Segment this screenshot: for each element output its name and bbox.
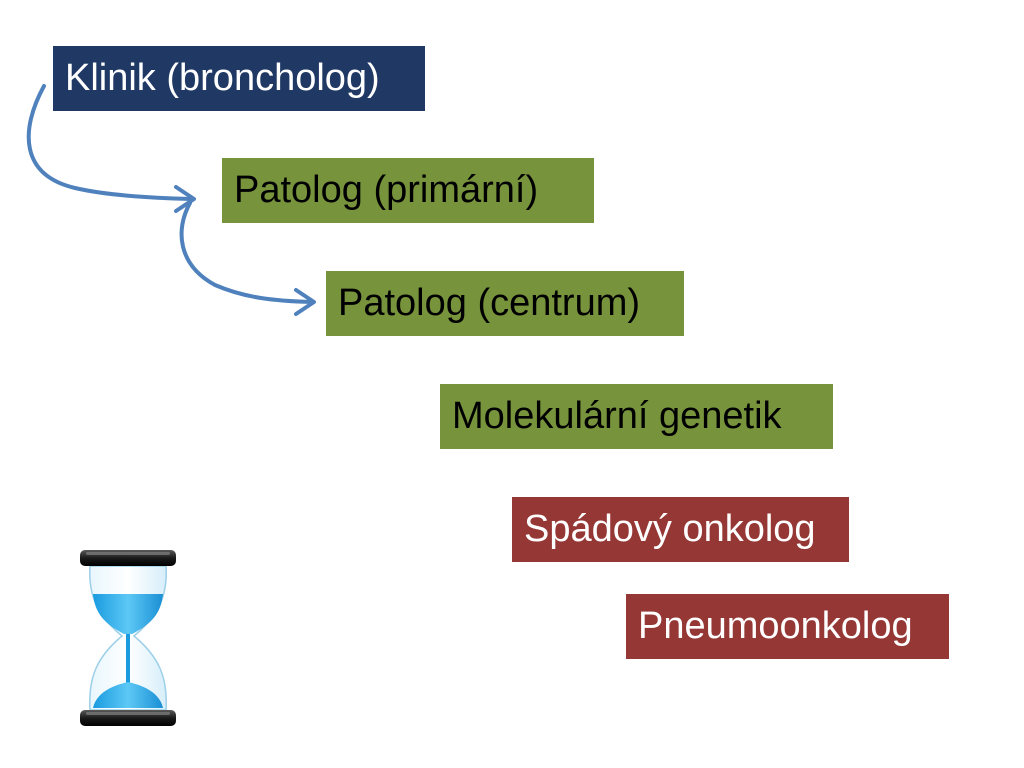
step-spadovy-onkolog: Spádový onkolog [512, 497, 849, 562]
step-label: Patolog (centrum) [338, 282, 641, 324]
step-label: Patolog (primární) [234, 169, 539, 211]
connector-patolog-primarni-to-centrum [179, 201, 314, 304]
step-label: Molekulární genetik [452, 395, 782, 437]
step-label: Spádový onkolog [524, 508, 816, 550]
arrowhead-icon [174, 185, 196, 213]
step-pneumoonkolog: Pneumoonkolog [626, 594, 949, 659]
step-patolog-centrum: Patolog (centrum) [326, 271, 684, 336]
hourglass-icon [80, 550, 176, 726]
step-patolog-primarni: Patolog (primární) [222, 158, 594, 223]
step-klinik-broncholog: Klinik (broncholog) [53, 46, 425, 111]
step-label: Pneumoonkolog [638, 605, 913, 647]
arrowhead-icon [294, 288, 316, 316]
step-label: Klinik (broncholog) [65, 57, 380, 99]
connector-klinik-to-patolog-primarni [26, 84, 194, 201]
step-molekularni-genetik: Molekulární genetik [440, 384, 833, 449]
